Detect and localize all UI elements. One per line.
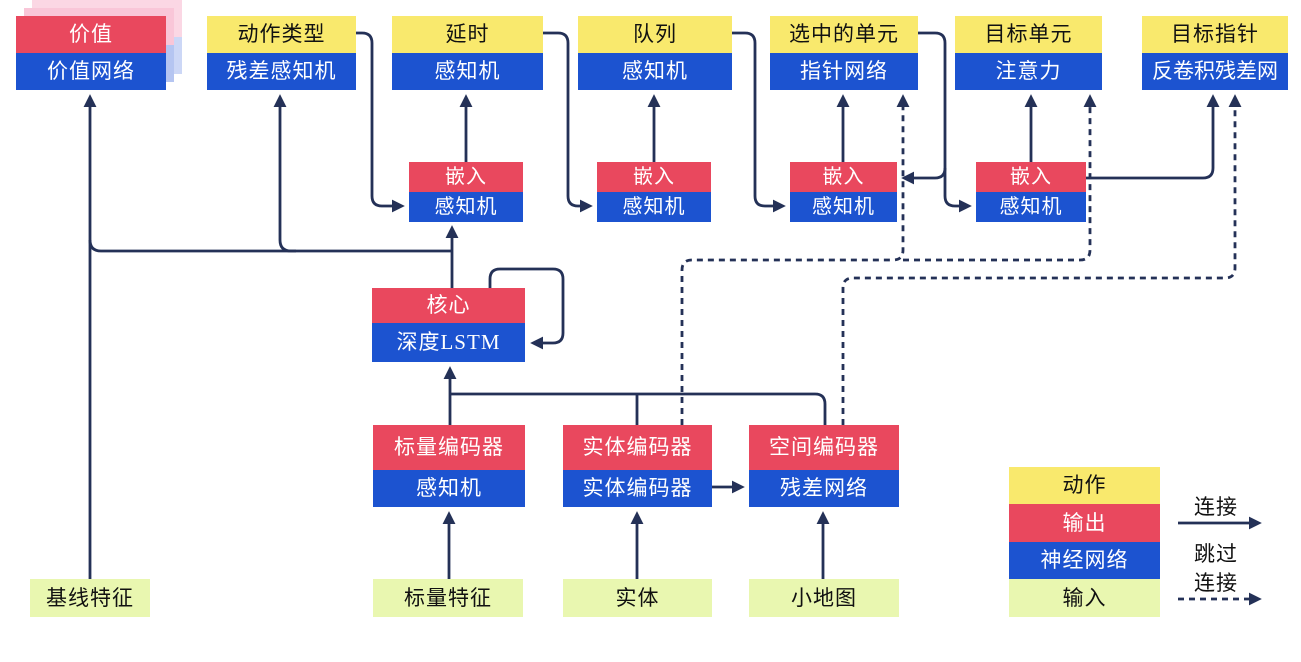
edge-encoder-bus <box>450 392 827 426</box>
legend-output-label: 输出 <box>1009 504 1160 542</box>
node-embed-1: 嵌入 感知机 <box>409 162 523 222</box>
node-scalar-features: 标量特征 <box>373 579 523 617</box>
scalar-features-label: 标量特征 <box>373 579 523 617</box>
skip-entity-to-selected <box>680 94 910 425</box>
node-embed-3: 嵌入 感知机 <box>790 162 897 222</box>
node-spatial-encoder: 空间编码器 残差网络 <box>749 425 899 507</box>
embed-2-network-label: 感知机 <box>597 192 711 222</box>
action-type-label: 动作类型 <box>207 16 356 53</box>
node-baseline-features: 基线特征 <box>30 579 150 617</box>
selected-units-network-label: 指针网络 <box>770 53 918 90</box>
legend-color-key: 动作 输出 神经网络 输入 <box>1009 467 1160 617</box>
embed-4-network-label: 感知机 <box>976 192 1086 222</box>
edge-actiontype-to-emb1 <box>356 31 405 213</box>
value-network-label: 价值网络 <box>16 53 166 90</box>
minimap-label: 小地图 <box>749 579 899 617</box>
edge-core-self-loop <box>488 267 565 350</box>
node-delay: 延时 感知机 <box>392 16 543 90</box>
edge-core-bus-left <box>88 239 452 253</box>
target-unit-label: 目标单元 <box>955 16 1102 53</box>
entity-encoder-network-label: 实体编码器 <box>563 470 712 507</box>
node-target-point: 目标指针 反卷积残差网 <box>1142 16 1288 90</box>
delay-label: 延时 <box>392 16 543 53</box>
core-network-label: 深度LSTM <box>372 323 525 362</box>
embed-1-label: 嵌入 <box>409 162 523 192</box>
entities-label: 实体 <box>563 579 712 617</box>
legend-input-label: 输入 <box>1009 579 1160 617</box>
selected-units-label: 选中的单元 <box>770 16 918 53</box>
edge-queue-to-emb3 <box>732 31 786 213</box>
legend-action-label: 动作 <box>1009 467 1160 504</box>
queue-network-label: 感知机 <box>578 53 732 90</box>
node-entity-encoder: 实体编码器 实体编码器 <box>563 425 712 507</box>
legend-skip-label-line1: 跳过 <box>1194 542 1238 566</box>
scalar-encoder-network-label: 感知机 <box>373 470 525 507</box>
edge-selected-to-emb4 <box>918 31 972 213</box>
edge-bus-to-action-type <box>273 94 296 253</box>
node-embed-2: 嵌入 感知机 <box>597 162 711 222</box>
embed-2-label: 嵌入 <box>597 162 711 192</box>
node-selected-units: 选中的单元 指针网络 <box>770 16 918 90</box>
node-entities: 实体 <box>563 579 712 617</box>
delay-network-label: 感知机 <box>392 53 543 90</box>
node-value: 价值 价值网络 <box>16 16 166 90</box>
node-scalar-encoder: 标量编码器 感知机 <box>373 425 525 507</box>
target-point-network-label: 反卷积残差网 <box>1142 53 1288 90</box>
edge-selected-branch-to-emb3 <box>901 167 947 185</box>
skip-spatial-to-targetpoint <box>841 94 1242 425</box>
skip-entity-to-targetunit <box>903 94 1097 262</box>
legend-network-label: 神经网络 <box>1009 542 1160 579</box>
node-embed-4: 嵌入 感知机 <box>976 162 1086 222</box>
value-output-label: 价值 <box>16 16 166 53</box>
node-target-unit: 目标单元 注意力 <box>955 16 1102 90</box>
node-core: 核心 深度LSTM <box>372 288 525 362</box>
spatial-encoder-network-label: 残差网络 <box>749 470 899 507</box>
queue-label: 队列 <box>578 16 732 53</box>
core-label: 核心 <box>372 288 525 323</box>
entity-encoder-label: 实体编码器 <box>563 425 712 470</box>
node-minimap: 小地图 <box>749 579 899 617</box>
embed-4-label: 嵌入 <box>976 162 1086 192</box>
node-queue: 队列 感知机 <box>578 16 732 90</box>
node-action-type: 动作类型 残差感知机 <box>207 16 356 90</box>
spatial-encoder-label: 空间编码器 <box>749 425 899 470</box>
edge-delay-to-emb2 <box>543 31 593 213</box>
embed-1-network-label: 感知机 <box>409 192 523 222</box>
legend-connect-label: 连接 <box>1194 495 1238 519</box>
embed-3-label: 嵌入 <box>790 162 897 192</box>
target-unit-network-label: 注意力 <box>955 53 1102 90</box>
scalar-encoder-label: 标量编码器 <box>373 425 525 470</box>
baseline-features-label: 基线特征 <box>30 579 150 617</box>
edge-emb4-to-targetpoint <box>1086 94 1220 180</box>
target-point-label: 目标指针 <box>1142 16 1288 53</box>
embed-3-network-label: 感知机 <box>790 192 897 222</box>
action-type-network-label: 残差感知机 <box>207 53 356 90</box>
legend-skip-label-line2: 连接 <box>1194 571 1238 595</box>
